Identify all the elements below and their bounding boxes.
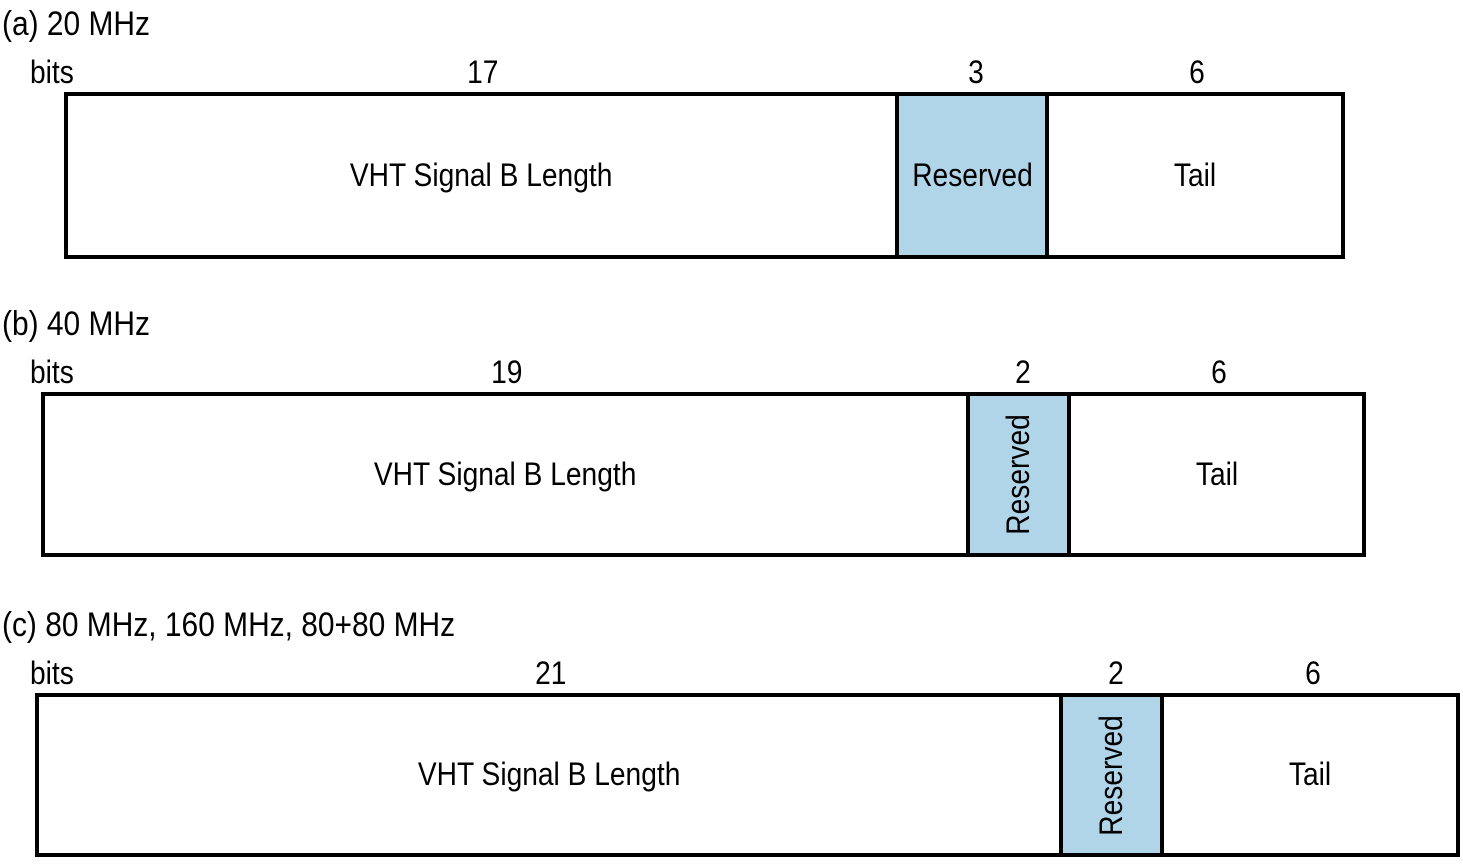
field-tail: Tail [1160,697,1456,853]
field-box: VHT Signal B Length Reserved Tail [35,693,1460,857]
panel-title: (c) 80 MHz, 160 MHz, 80+80 MHz [2,606,517,644]
bits-label: bits [30,354,74,390]
panel-title-text: (c) 80 MHz, 160 MHz, 80+80 MHz [2,606,456,644]
field-reserved: Reserved [895,96,1046,255]
panel-title: (b) 40 MHz [2,305,170,343]
bit-counts-row: 19 2 6 [41,350,1366,388]
bit-count-label: 17 [467,54,499,90]
bit-count-label: 3 [967,54,984,90]
bit-count-label: 21 [535,655,567,691]
bit-count-label: 19 [491,354,523,390]
bit-count-label: 2 [1108,655,1124,691]
field-tail: Tail [1067,396,1362,553]
bit-count-label: 6 [1189,54,1206,90]
panel-title-text: (b) 40 MHz [2,305,150,343]
bit-counts-row: 17 3 6 [64,50,1345,88]
panel-title-text: (a) 20 MHz [2,5,150,43]
bits-label: bits [30,54,74,90]
field-reserved: Reserved [966,396,1068,553]
field-box: VHT Signal B Length Reserved Tail [64,92,1345,259]
field-reserved: Reserved [1059,697,1161,853]
field-tail: Tail [1045,96,1341,255]
bit-count-label: 6 [1304,655,1321,691]
field-vht-signal-b-length: VHT Signal B Length [39,697,1060,853]
panel-title: (a) 20 MHz [2,5,170,43]
field-box: VHT Signal B Length Reserved Tail [41,392,1366,557]
field-vht-signal-b-length: VHT Signal B Length [45,396,967,553]
bits-label: bits [30,655,74,691]
bit-count-label: 6 [1210,354,1227,390]
field-vht-signal-b-length: VHT Signal B Length [68,96,896,255]
bit-count-label: 2 [1014,354,1031,390]
bit-counts-row: 21 2 6 [35,651,1460,689]
